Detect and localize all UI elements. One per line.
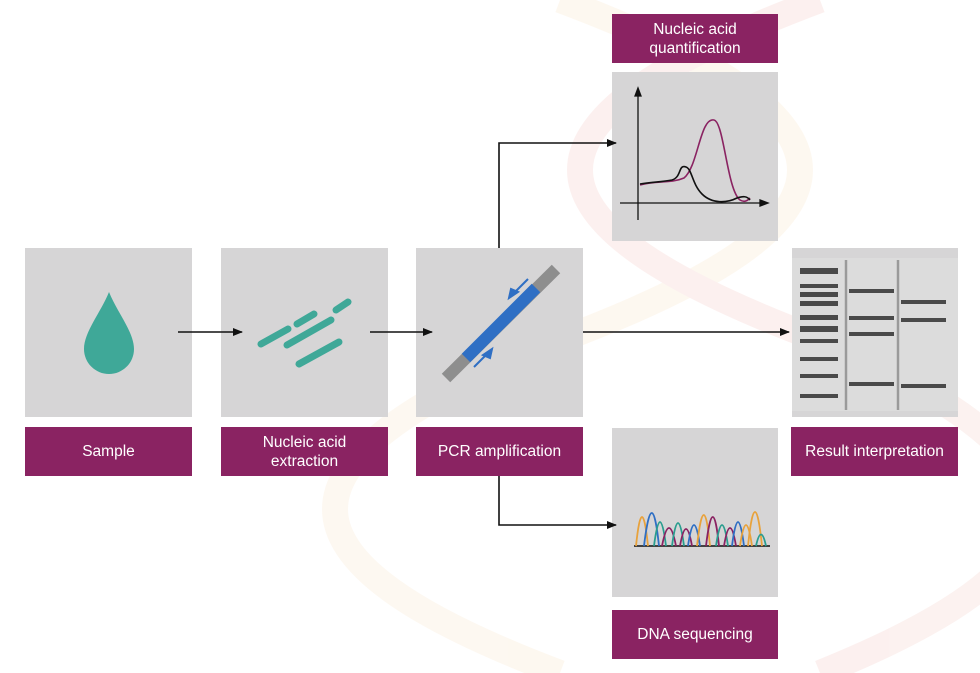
dna-fragments-icon <box>257 298 352 368</box>
sequencing-label: DNA sequencing <box>612 610 778 659</box>
sequencing-panel <box>612 428 778 597</box>
extraction-label-line2: extraction <box>270 452 339 470</box>
result-label: Result interpretation <box>791 427 958 476</box>
pcr-label-text: PCR amplification <box>437 443 562 460</box>
quantification-label-line1: Nucleic acid <box>653 20 737 38</box>
result-panel <box>792 248 958 417</box>
quantification-label-line2: quantification <box>649 39 741 57</box>
quantification-panel <box>612 72 778 241</box>
pcr-label: PCR amplification <box>416 427 583 476</box>
extraction-panel <box>221 248 388 417</box>
chromatogram-icon <box>634 511 770 547</box>
qpcr-curve-icon <box>620 86 770 220</box>
pcr-strand-icon <box>441 264 561 383</box>
quantification-label: Nucleic acid quantification <box>612 14 778 63</box>
result-label-text: Result interpretation <box>805 443 944 460</box>
water-drop-icon <box>84 292 134 374</box>
extraction-label: Nucleic acid extraction <box>221 427 388 476</box>
sequencing-label-text: DNA sequencing <box>637 626 753 643</box>
sample-panel <box>25 248 192 417</box>
gel-electrophoresis-icon <box>792 258 958 411</box>
pcr-panel <box>416 248 583 417</box>
sample-label-text: Sample <box>82 443 135 460</box>
sample-label: Sample <box>25 427 192 476</box>
extraction-label-line1: Nucleic acid <box>262 433 347 451</box>
